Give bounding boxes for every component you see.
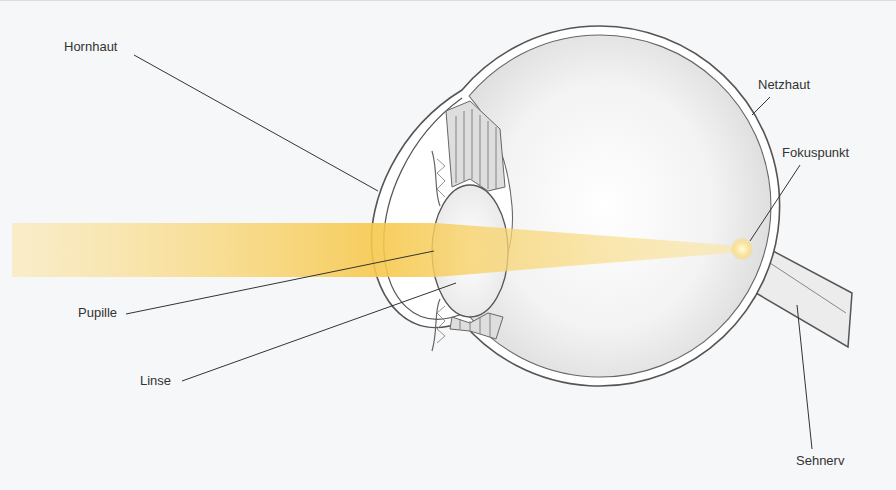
part-label: Hornhaut (64, 39, 117, 55)
light-beam (12, 223, 742, 277)
leader-line (126, 251, 434, 314)
ciliary-body (446, 101, 505, 191)
focus-point (731, 238, 753, 260)
part-label: Linse (140, 373, 171, 389)
leader-line (752, 97, 770, 115)
part-label: Sehnerv (796, 453, 844, 469)
optic-nerve-line (770, 263, 846, 313)
ciliary-body (450, 313, 503, 339)
leader-lines (126, 55, 812, 449)
part-label: Pupille (78, 305, 117, 321)
part-label: Netzhaut (758, 77, 810, 93)
vitreous-body (469, 35, 771, 377)
ciliary-stripes (456, 109, 496, 189)
leader-line (797, 305, 812, 449)
sclera (371, 26, 779, 386)
leader-line (134, 55, 378, 191)
ciliary-stripes (460, 314, 490, 337)
leader-line (182, 283, 456, 381)
leader-line (750, 165, 800, 241)
part-label: Fokuspunkt (782, 145, 849, 161)
